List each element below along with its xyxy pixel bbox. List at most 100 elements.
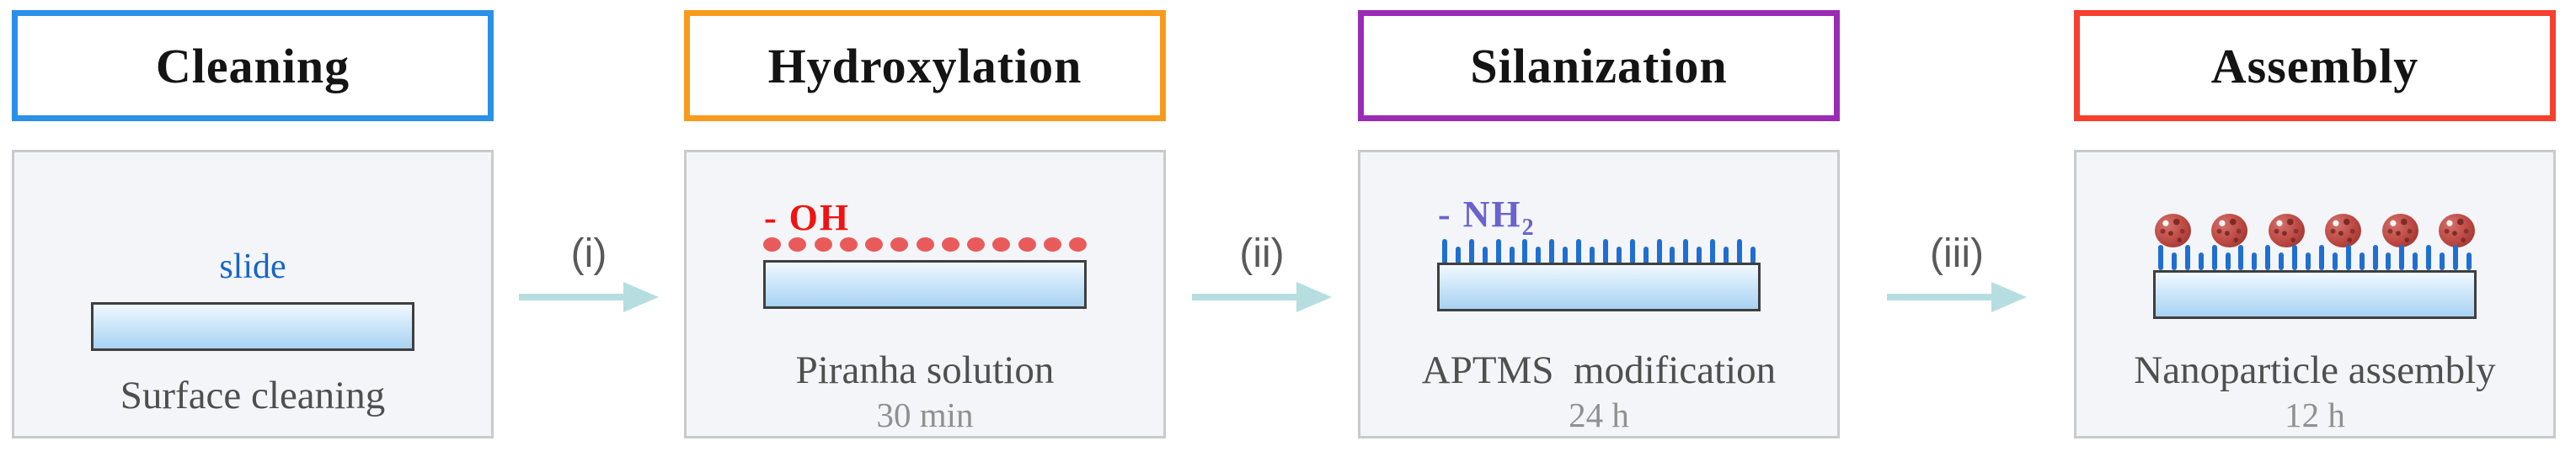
step-caption: Surface cleaning	[120, 374, 386, 417]
step-duration: 30 min	[876, 396, 974, 434]
bristle-graphic	[2292, 245, 2298, 270]
step-title-box-cleaning: Cleaning	[12, 10, 494, 121]
right-arrow-icon	[1192, 282, 1332, 312]
step-caption: Nanoparticle assembly	[2134, 348, 2496, 392]
bristle-graphic	[2305, 252, 2311, 270]
dot-graphic	[814, 236, 832, 252]
step-column-hydroxylation: Hydroxylation - OH Piranha solution 30 m…	[684, 0, 1166, 457]
bristle-graphic	[1710, 239, 1716, 264]
dot-graphic	[788, 236, 807, 252]
bristle-graphic	[2238, 245, 2244, 270]
bristle-graphic	[1736, 239, 1742, 264]
glass-slide-graphic	[763, 260, 1087, 309]
bristle-graphic	[2158, 245, 2163, 270]
step-duration: 12 h	[2285, 396, 2345, 434]
bristle-graphic	[1468, 239, 1474, 264]
step-title: Cleaning	[155, 38, 350, 93]
oh-group-label: - OH	[764, 197, 851, 238]
step-title-box-assembly: Assembly	[2074, 10, 2556, 121]
aptms-brush-row	[2158, 243, 2472, 270]
dot-graphic	[916, 236, 934, 252]
bristle-graphic	[2413, 252, 2418, 270]
arrow-step-1: (i)	[505, 0, 673, 457]
bristle-graphic	[1656, 239, 1662, 264]
aptms-brush-row	[1442, 237, 1756, 264]
step-column-silanization: Silanization - NH2 APTMS modification 24…	[1358, 0, 1840, 457]
bristle-graphic	[2359, 252, 2365, 270]
bristle-graphic	[1629, 239, 1635, 264]
glass-slide-graphic	[2153, 270, 2477, 319]
bristle-graphic	[2332, 252, 2338, 270]
bristle-graphic	[1616, 247, 1622, 264]
bristle-graphic	[2225, 252, 2231, 270]
nh2-label-main: - NH	[1438, 194, 1522, 235]
bristle-graphic	[2184, 245, 2190, 270]
dot-graphic	[865, 236, 883, 252]
dot-graphic	[1069, 236, 1087, 252]
bristle-graphic	[2345, 245, 2351, 270]
bristle-graphic	[1589, 247, 1595, 264]
arrow-label-ii: (ii)	[1239, 231, 1285, 276]
dot-graphic	[941, 236, 959, 252]
particle-graphic	[2325, 214, 2362, 247]
bristle-graphic	[2279, 252, 2285, 270]
dot-graphic	[967, 236, 985, 252]
bristle-graphic	[1724, 247, 1729, 264]
step-panel-silanization: - NH2 APTMS modification 24 h	[1358, 150, 1840, 438]
glass-slide-graphic	[1437, 263, 1761, 311]
bristle-graphic	[2211, 245, 2217, 270]
bristle-graphic	[2171, 252, 2177, 270]
slide-label: slide	[219, 247, 286, 286]
bristle-graphic	[1563, 247, 1569, 264]
step-title: Assembly	[2210, 38, 2419, 93]
bristle-graphic	[1455, 247, 1461, 264]
nanoparticles-row	[2155, 213, 2475, 248]
arrow-label-iii: (iii)	[1930, 231, 1984, 276]
bristle-graphic	[1536, 247, 1542, 264]
step-panel-assembly: Nanoparticle assembly 12 h	[2074, 150, 2556, 438]
step-column-assembly: Assembly Nanoparticle assembly 12 h	[2074, 0, 2556, 457]
step-caption: Piranha solution	[795, 348, 1055, 392]
bristle-graphic	[1750, 247, 1756, 264]
step-duration: 24 h	[1569, 396, 1629, 434]
bristle-graphic	[1683, 239, 1689, 264]
step-panel-cleaning: slide Surface cleaning	[12, 150, 494, 438]
bristle-graphic	[1643, 247, 1649, 264]
bristle-graphic	[2198, 252, 2204, 270]
step-panel-hydroxylation: - OH Piranha solution 30 min	[684, 150, 1166, 438]
bristle-graphic	[2466, 252, 2472, 270]
bristle-graphic	[1602, 239, 1608, 264]
arrow-step-2: (ii)	[1178, 0, 1346, 457]
bristle-graphic	[2452, 245, 2458, 270]
bristle-graphic	[2372, 245, 2378, 270]
bristle-graphic	[2265, 245, 2271, 270]
particle-graphic	[2268, 214, 2305, 247]
bristle-graphic	[1549, 239, 1555, 264]
bristle-graphic	[2318, 245, 2324, 270]
step-title: Hydroxylation	[767, 38, 1082, 93]
bristle-graphic	[1482, 247, 1488, 264]
particle-graphic	[2438, 214, 2475, 247]
dot-graphic	[1043, 236, 1061, 252]
nh2-label-subscript: 2	[1521, 215, 1536, 241]
step-title-box-silanization: Silanization	[1358, 10, 1840, 121]
glass-slide-graphic	[91, 302, 414, 351]
bristle-graphic	[2399, 245, 2405, 270]
bristle-graphic	[1522, 239, 1528, 264]
particle-graphic	[2381, 214, 2418, 247]
bristle-graphic	[1509, 247, 1515, 264]
step-title-box-hydroxylation: Hydroxylation	[684, 10, 1166, 121]
particle-graphic	[2155, 214, 2191, 247]
step-title: Silanization	[1470, 38, 1728, 93]
arrow-step-3: (iii)	[1873, 0, 2041, 457]
bristle-graphic	[1670, 247, 1675, 264]
bristle-graphic	[2386, 252, 2392, 270]
dot-graphic	[890, 236, 909, 252]
step-caption: APTMS modification	[1421, 348, 1777, 392]
dot-graphic	[992, 236, 1011, 252]
dot-graphic	[1018, 236, 1036, 252]
bristle-graphic	[2440, 252, 2445, 270]
right-arrow-icon	[519, 282, 659, 312]
bristle-graphic	[1495, 239, 1501, 264]
